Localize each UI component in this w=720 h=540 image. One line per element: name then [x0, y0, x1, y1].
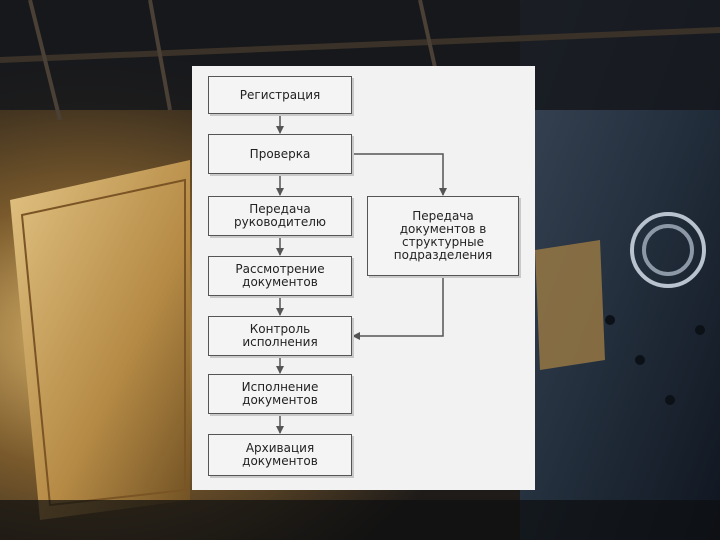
arrow-check-to-to-departments	[352, 154, 443, 195]
box-transfer-to-head: Передача руководителю	[208, 196, 352, 236]
box-check: Проверка	[208, 134, 352, 174]
box-registration: Регистрация	[208, 76, 352, 114]
diagram-panel: Регистрация Проверка Передача руководите…	[192, 66, 535, 490]
arrow-to-departments-to-control	[353, 276, 443, 336]
box-document-review: Рассмотрение документов	[208, 256, 352, 296]
box-document-archiving: Архивация документов	[208, 434, 352, 476]
box-document-execution: Исполнение документов	[208, 374, 352, 414]
box-execution-control: Контроль исполнения	[208, 316, 352, 356]
box-transfer-to-departments: Передача документов в структурные подраз…	[367, 196, 519, 276]
